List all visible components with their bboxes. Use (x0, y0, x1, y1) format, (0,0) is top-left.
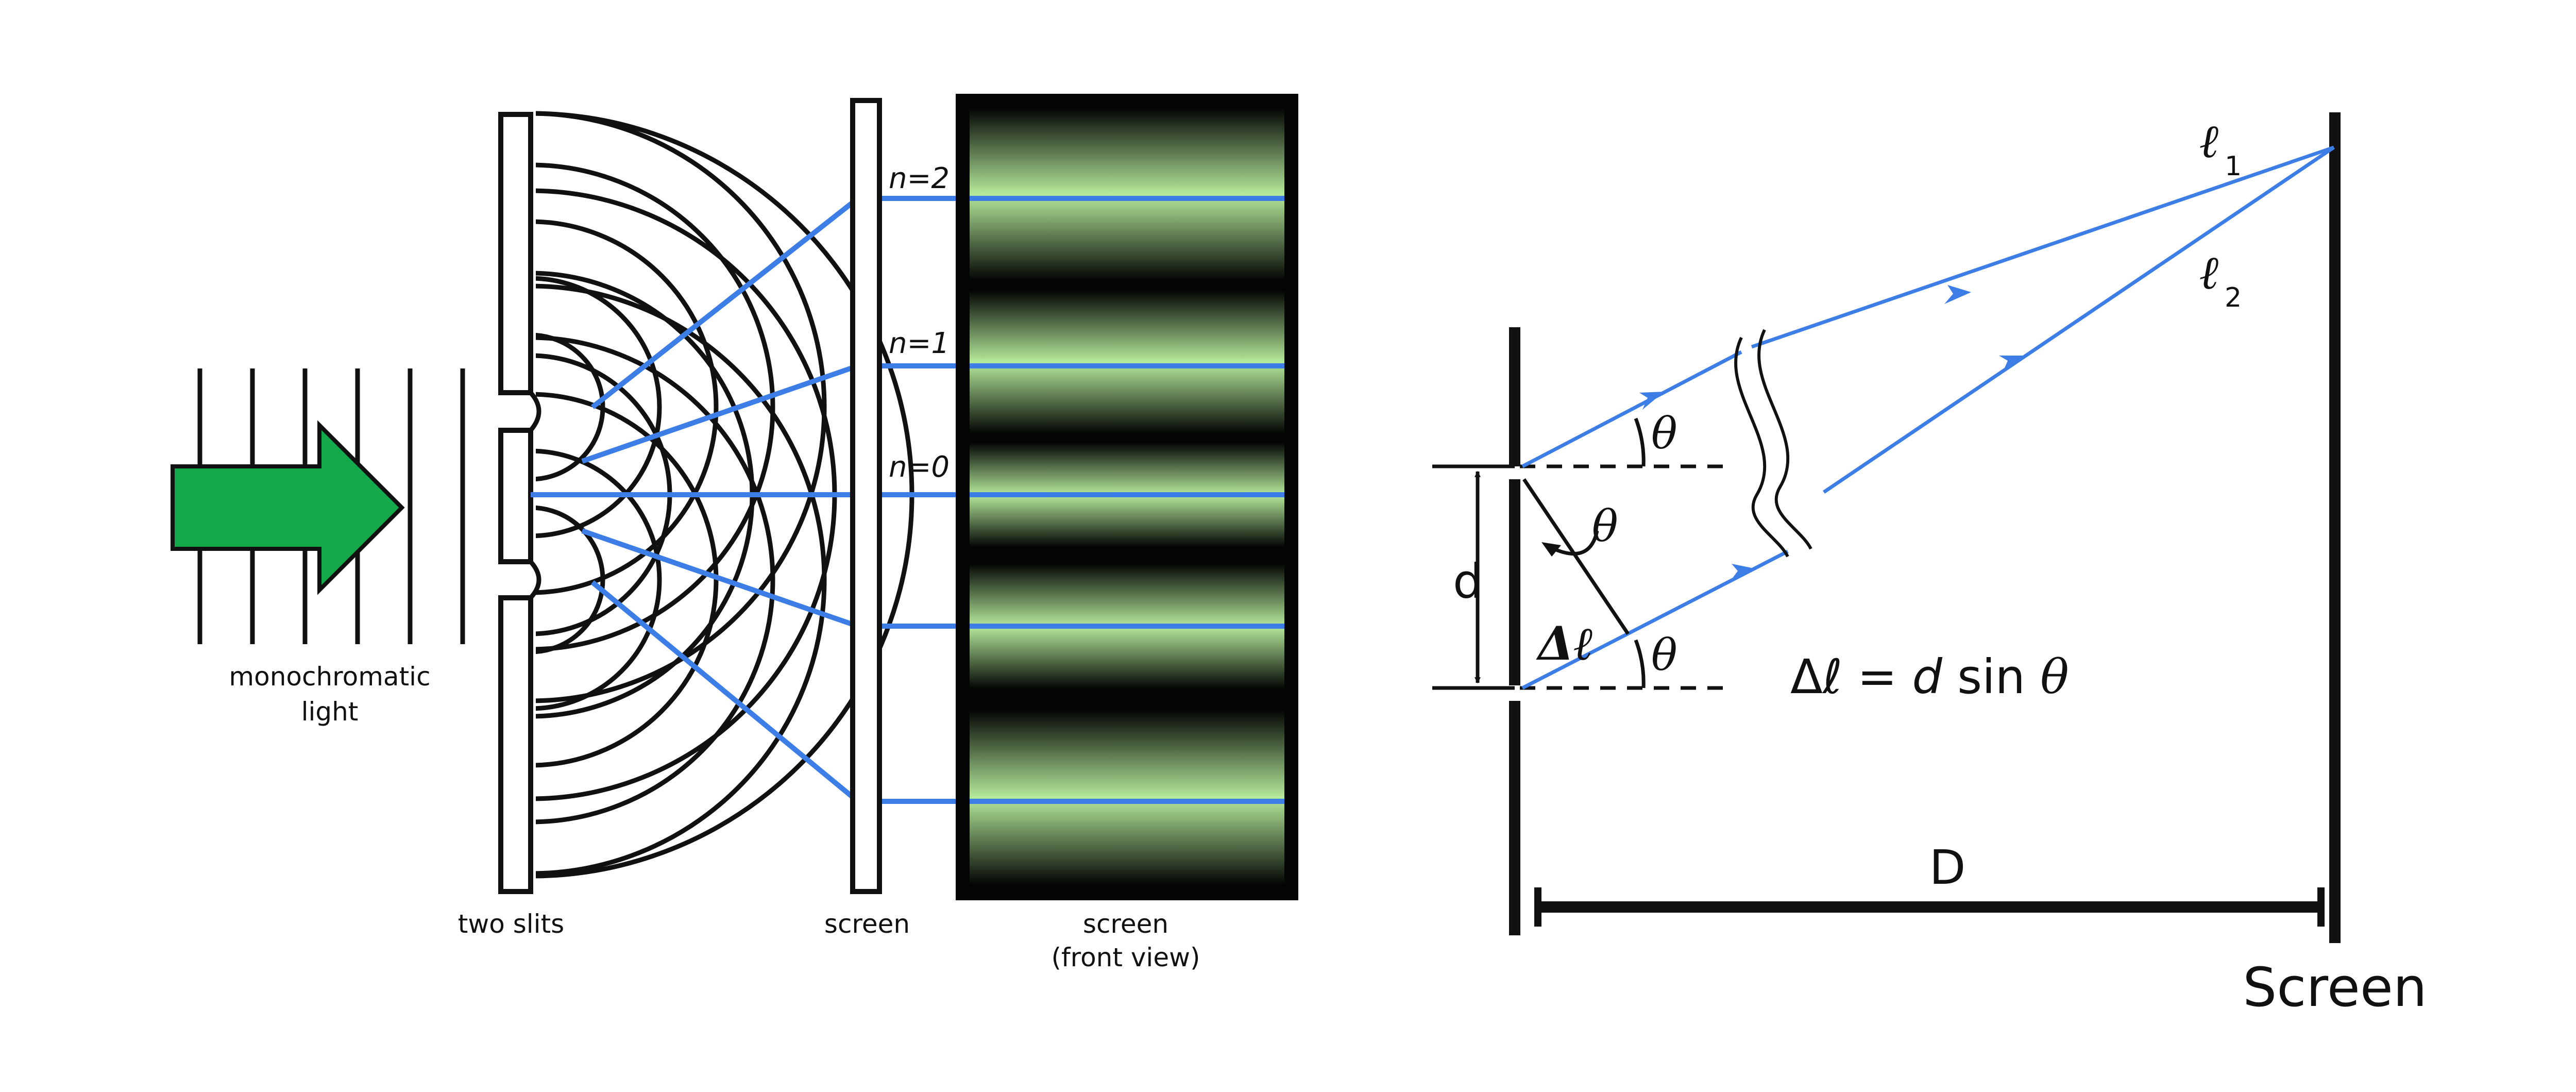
ray-direction-arrows (1639, 285, 2026, 581)
formula-d: d (1912, 649, 1943, 704)
wavefront-arc (536, 111, 827, 703)
ray-1-near (1521, 350, 1742, 468)
ray-arrowhead-icon (1639, 392, 1664, 410)
slits-label: two slits (458, 909, 564, 939)
bright-fringe (970, 291, 1284, 433)
distance-bar (1534, 887, 2325, 927)
screen-caption: Screen (2243, 956, 2427, 1019)
ray-1-far (1751, 145, 2335, 349)
source-label-line2: light (301, 697, 359, 727)
order-label-n1: n=1 (889, 327, 950, 360)
front-view-label-line2: (front view) (1052, 943, 1200, 972)
path-rays (1521, 145, 2335, 690)
d-label: d (1453, 554, 1483, 609)
barrier-segment (498, 595, 533, 894)
left-panel: n=2 n=1 n=0 monochromatic light two slit… (171, 94, 1298, 972)
distance-label: D (1929, 840, 1966, 895)
barrier-segment (498, 112, 533, 395)
formula-sin: sin (1942, 649, 2040, 704)
wavefront-arc (536, 505, 605, 654)
path-1-subscript: 1 (2225, 151, 2242, 182)
order-label-n0: n=0 (889, 450, 950, 484)
theta-arc-lower (1634, 639, 1646, 688)
ray-arrowhead-icon (1944, 285, 1971, 304)
ray-2-near (1521, 549, 1789, 690)
delta-ell-label: Δℓ (1536, 616, 1594, 671)
theta-label-lower: θ (1651, 630, 1677, 680)
theta-arc-arrowhead-icon (1541, 542, 1561, 557)
theta-arc-upper (1634, 417, 1646, 467)
screen-label: screen (824, 909, 910, 939)
screen-front-view (956, 94, 1298, 900)
wavefront-arc (536, 276, 662, 539)
source-label: monochromatic (229, 662, 430, 692)
path-1-label: ℓ (2200, 114, 2219, 169)
wavefront-arc (536, 335, 775, 825)
slit-edge (529, 391, 541, 432)
wavefront-arc (536, 448, 662, 711)
path-difference-formula: Δℓ = d sin θ (1790, 649, 2069, 704)
order-label-n2: n=2 (889, 162, 950, 195)
wavefront-arc (536, 162, 775, 652)
ray-2-far (1823, 146, 2335, 494)
wavefront-arc (536, 219, 719, 595)
barrier-segment (498, 428, 533, 564)
ray-arrowhead-icon (1730, 564, 1754, 581)
two-slit-barrier (498, 112, 541, 894)
light-direction-arrow-icon (171, 420, 405, 595)
formula-theta: θ (2040, 649, 2069, 704)
theta-label-upper: θ (1651, 408, 1677, 459)
theta-label-middle: θ (1592, 501, 1618, 551)
distance-break-marks (1734, 329, 1812, 558)
bright-fringe (970, 109, 1284, 279)
normal-dashed-lines (1520, 464, 1731, 690)
perpendicular-line (1522, 478, 1630, 635)
ray-arrowhead-icon (1999, 356, 2026, 374)
formula-lhs: Δℓ = (1790, 649, 1912, 704)
right-panel: d θ θ θ Δℓ ℓ 1 ℓ 2 (1432, 112, 2427, 1019)
path-2-label: ℓ (2200, 245, 2219, 300)
slit-edge (529, 560, 541, 600)
bright-fringe (970, 711, 1284, 884)
front-view-label: screen (1083, 909, 1168, 939)
slit-reference-lines (1432, 464, 1515, 690)
screen-side-view (850, 98, 882, 894)
path-2-subscript: 2 (2225, 282, 2242, 313)
